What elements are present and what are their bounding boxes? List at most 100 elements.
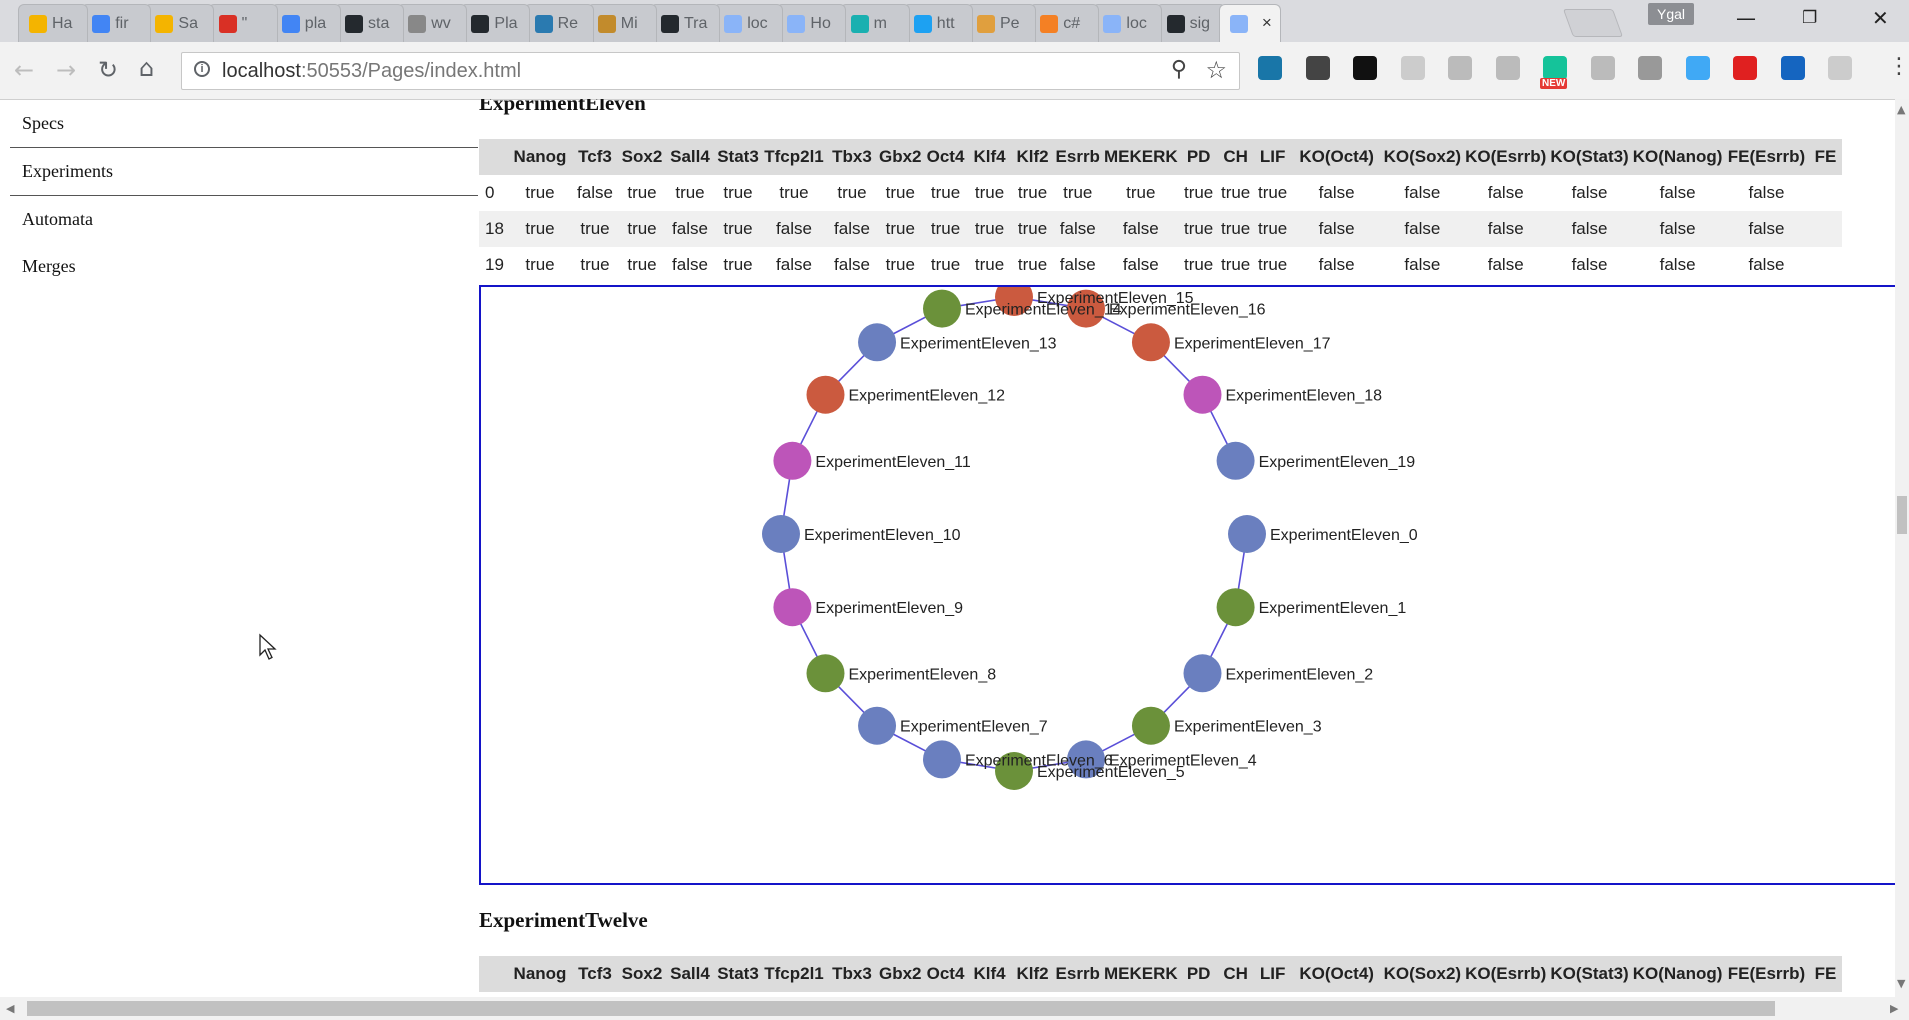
graph-node[interactable] bbox=[995, 287, 1033, 316]
ext-wave-icon[interactable] bbox=[1258, 56, 1282, 80]
graph-node[interactable] bbox=[773, 588, 812, 627]
graph-node[interactable] bbox=[762, 515, 800, 553]
table-cell: true bbox=[1253, 211, 1292, 247]
close-window-icon[interactable]: ✕ bbox=[1872, 6, 1889, 30]
graph-node[interactable] bbox=[773, 441, 812, 480]
graph-node[interactable] bbox=[1131, 323, 1170, 362]
graph-node-label: ExperimentEleven_3 bbox=[1174, 719, 1322, 736]
table-cell: false bbox=[1487, 255, 1524, 274]
browser-tab[interactable]: htt bbox=[902, 4, 973, 42]
browser-tab[interactable]: fir bbox=[81, 4, 152, 42]
column-header: FE(Esrrb) bbox=[1724, 956, 1809, 992]
ext-video-icon[interactable] bbox=[1733, 56, 1757, 80]
ext-swirl-icon[interactable] bbox=[1400, 56, 1425, 80]
column-header: Tfcp2l1 bbox=[761, 956, 827, 992]
settings-gear-icon[interactable] bbox=[1305, 56, 1330, 80]
table-cell: false bbox=[1404, 255, 1441, 274]
graph-node[interactable] bbox=[858, 706, 897, 745]
sidebar-item-merges[interactable]: Merges bbox=[22, 256, 76, 276]
sidebar-item-automata[interactable]: Automata bbox=[22, 209, 93, 229]
page-icon bbox=[787, 15, 806, 33]
browser-tab[interactable]: " bbox=[207, 4, 278, 42]
reload-icon[interactable]: ↻ bbox=[98, 56, 119, 84]
table-cell: false bbox=[1724, 211, 1809, 247]
ext-link-icon[interactable] bbox=[1495, 56, 1520, 80]
ext-gray-icon[interactable] bbox=[1828, 56, 1852, 80]
eye-icon[interactable] bbox=[1353, 56, 1377, 80]
horizontal-scrollbar[interactable]: ◀ ▶ bbox=[0, 997, 1909, 1020]
scroll-right-icon[interactable]: ▶ bbox=[1890, 1002, 1899, 1015]
browser-tab[interactable]: pla bbox=[270, 4, 341, 42]
column-header: Nanog bbox=[509, 139, 571, 175]
browser-tab[interactable]: c# bbox=[1029, 4, 1100, 42]
browser-tab[interactable]: loc bbox=[1092, 4, 1163, 42]
browser-tab[interactable]: m bbox=[839, 4, 910, 42]
grammarly-icon[interactable] bbox=[1543, 56, 1567, 80]
graph-node[interactable] bbox=[1183, 375, 1222, 414]
browser-tab[interactable]: wv bbox=[397, 4, 468, 42]
browser-tab[interactable]: sta bbox=[334, 4, 404, 42]
browser-tab[interactable]: Pe bbox=[966, 4, 1036, 42]
browser-tab[interactable]: Tra bbox=[650, 4, 720, 42]
graph-node[interactable] bbox=[1131, 706, 1170, 745]
browser-tab[interactable]: Ha bbox=[18, 4, 88, 42]
sidebar-item-specs[interactable]: Specs bbox=[10, 100, 478, 148]
tab-title: c# bbox=[1063, 15, 1081, 32]
restore-icon[interactable]: ❐ bbox=[1802, 8, 1818, 28]
ext-v-icon[interactable] bbox=[1685, 56, 1710, 80]
vertical-scroll-thumb[interactable] bbox=[1897, 496, 1907, 534]
graph-node[interactable] bbox=[1216, 588, 1255, 627]
address-bar[interactable]: i localhost:50553/Pages/index.html ⚲ ☆ bbox=[181, 52, 1240, 90]
browser-tab[interactable]: Sa bbox=[144, 4, 215, 42]
browser-tab[interactable]: Pla bbox=[460, 4, 531, 42]
forward-arrow-icon[interactable]: → bbox=[56, 56, 77, 84]
angular-icon[interactable] bbox=[1448, 56, 1472, 80]
back-arrow-icon[interactable]: ← bbox=[14, 56, 35, 84]
minimize-icon[interactable]: — bbox=[1736, 6, 1756, 30]
tab-title: Ha bbox=[52, 15, 73, 32]
graph-node[interactable] bbox=[1228, 515, 1266, 553]
browser-tab[interactable]: Mi bbox=[586, 4, 657, 42]
graph-node[interactable] bbox=[806, 375, 845, 414]
browser-tab[interactable]: × bbox=[1218, 4, 1281, 42]
browser-tab[interactable]: sig bbox=[1155, 4, 1226, 42]
graph-node-label: ExperimentEleven_5 bbox=[1037, 764, 1185, 781]
graph-node[interactable] bbox=[806, 654, 845, 693]
browser-tab[interactable]: Re bbox=[523, 4, 594, 42]
close-tab-icon[interactable]: × bbox=[1261, 13, 1272, 32]
chrome-menu-icon[interactable]: ⋮ bbox=[1888, 54, 1909, 79]
graph-node[interactable] bbox=[1183, 654, 1222, 693]
scroll-up-icon[interactable]: ▲ bbox=[1897, 103, 1906, 116]
browser-tab[interactable]: Ho bbox=[776, 4, 847, 42]
bookmark-star-icon[interactable]: ☆ bbox=[1205, 56, 1227, 84]
column-header: LIF bbox=[1253, 956, 1292, 992]
info-icon[interactable]: i bbox=[194, 61, 210, 77]
table-cell: false bbox=[1059, 255, 1096, 274]
sidebar-item-experiments[interactable]: Experiments bbox=[10, 148, 478, 196]
react-icon[interactable] bbox=[1638, 56, 1662, 80]
table-cell bbox=[1808, 247, 1842, 283]
tab-title: pla bbox=[304, 15, 327, 32]
column-header bbox=[479, 139, 509, 175]
horizontal-scroll-thumb[interactable] bbox=[27, 1001, 1775, 1016]
graph-node[interactable] bbox=[1067, 740, 1106, 779]
home-icon[interactable]: ⌂ bbox=[139, 54, 155, 82]
graph-node[interactable] bbox=[995, 752, 1033, 790]
graph-node[interactable] bbox=[1216, 441, 1255, 480]
new-tab-button[interactable] bbox=[1562, 9, 1624, 37]
scroll-down-icon[interactable]: ▼ bbox=[1897, 977, 1906, 990]
vertical-scrollbar[interactable]: ▲ ▼ bbox=[1895, 99, 1909, 997]
graph-node[interactable] bbox=[922, 740, 961, 779]
graph-node[interactable] bbox=[858, 323, 897, 362]
zoom-icon[interactable]: ⚲ bbox=[1170, 57, 1187, 82]
ext-box-icon[interactable] bbox=[1780, 56, 1805, 80]
graph-node-label: ExperimentEleven_10 bbox=[804, 527, 961, 544]
graph-node[interactable] bbox=[922, 289, 961, 328]
scroll-left-icon[interactable]: ◀ bbox=[6, 1002, 15, 1015]
ext-ws-icon[interactable] bbox=[1590, 56, 1615, 80]
table-cell: true bbox=[723, 183, 753, 202]
browser-tab[interactable]: loc bbox=[713, 4, 784, 42]
profile-button[interactable]: Ygal bbox=[1648, 3, 1694, 25]
graph-node[interactable] bbox=[1067, 289, 1106, 328]
